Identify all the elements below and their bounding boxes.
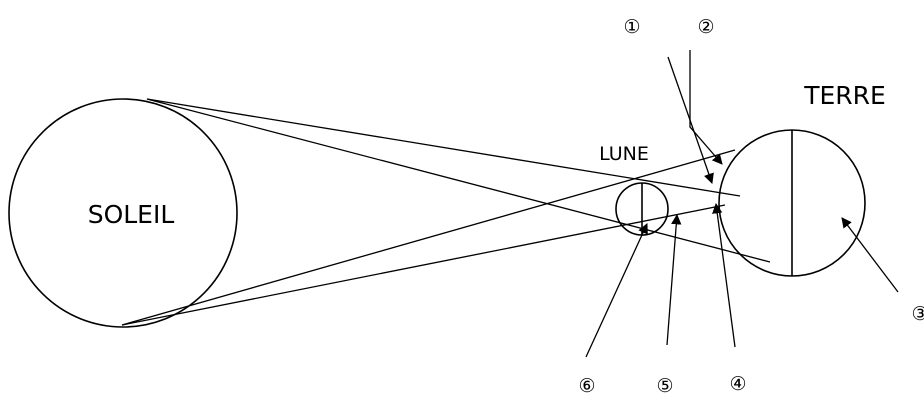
ray-lines: [121, 98, 771, 326]
sun-circle: [8, 98, 238, 328]
marker-1: ①: [623, 16, 640, 38]
earth-label: TERRE: [803, 81, 886, 110]
marker-2: ②: [697, 16, 714, 38]
sun-label: SOLEIL: [88, 200, 175, 229]
pointer-arrows: [585, 50, 899, 358]
moon-label: LUNE: [599, 143, 649, 165]
marker-4: ④: [729, 373, 746, 395]
marker-6: ⑥: [578, 375, 595, 397]
marker-5: ⑤: [656, 375, 673, 397]
marker-3: ③: [911, 303, 924, 325]
